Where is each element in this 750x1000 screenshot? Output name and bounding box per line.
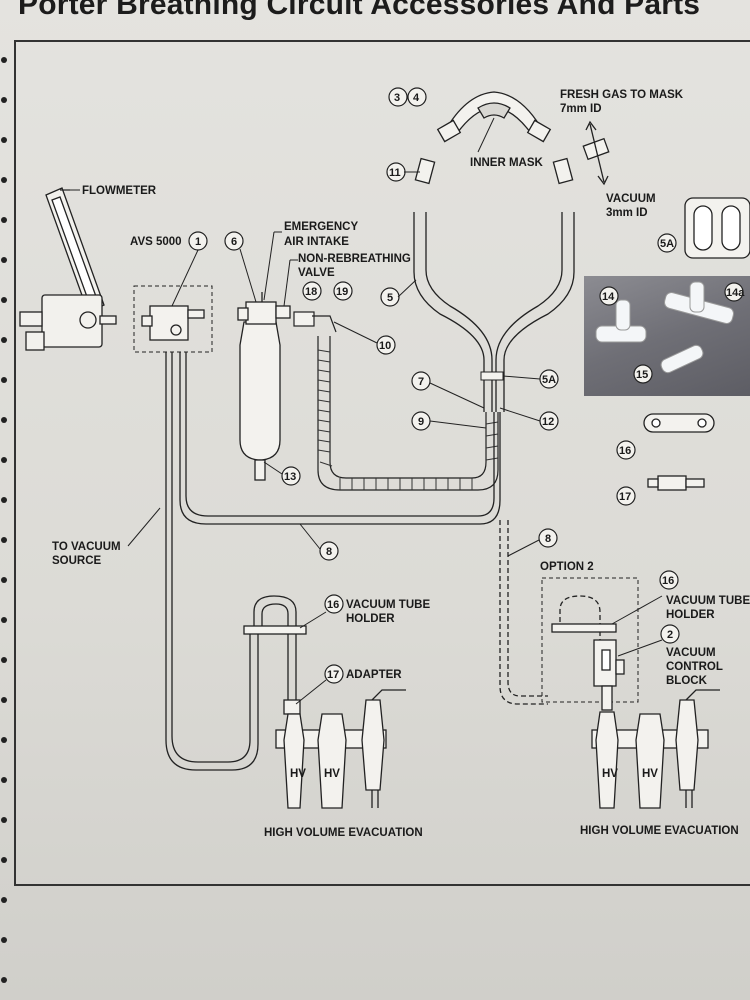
mask-tubing — [413, 212, 575, 412]
corrugated-hose — [293, 311, 499, 491]
page-title: Porter Breathing Circuit Accessories And… — [18, 0, 701, 21]
fresh-gas-label: FRESH GAS TO MASK — [560, 89, 684, 101]
part-17-drawing — [647, 475, 705, 491]
avs-dashed-box — [133, 285, 213, 353]
adapter-label: ADAPTER — [346, 669, 402, 681]
hv-left-1: HV — [290, 768, 306, 780]
callout-leaders — [239, 171, 541, 557]
callout-18: 18 — [305, 286, 317, 298]
hv-right-1: HV — [602, 768, 618, 780]
air-intake-label: AIR INTAKE — [284, 236, 349, 248]
vacuum-control-label: VACUUM — [666, 647, 716, 659]
tube-clip — [480, 371, 504, 381]
callout-9: 9 — [418, 416, 424, 428]
hv-left-2: HV — [324, 768, 340, 780]
emergency-label: EMERGENCY — [284, 221, 358, 233]
vacuum-tubing — [165, 352, 501, 771]
source-label: SOURCE — [52, 555, 102, 567]
part-5a-drawing — [684, 197, 750, 259]
flowmeter-label: FLOWMETER — [82, 185, 157, 197]
to-vacuum-leader — [127, 507, 161, 547]
callout-1: 1 — [195, 236, 201, 248]
callout-16-right: 16 — [662, 575, 674, 587]
callout-10: 10 — [379, 340, 391, 352]
callout-13: 13 — [284, 471, 296, 483]
callout-16-part: 16 — [619, 445, 631, 457]
option2-label: OPTION 2 — [540, 561, 594, 573]
left-hve-assembly — [243, 595, 406, 809]
holder-right-label: HOLDER — [666, 609, 715, 621]
vacuum-tube-right-label: VACUUM TUBE — [666, 595, 750, 607]
callout-5a: 5A — [542, 374, 556, 386]
vacuum-top-label: VACUUM — [606, 193, 656, 205]
control-label: CONTROL — [666, 661, 723, 673]
hose-ribs — [317, 349, 499, 490]
callout-circles — [188, 87, 744, 684]
vacuum-tube-left-label: VACUUM TUBE — [346, 599, 430, 611]
photo-parts — [595, 281, 735, 374]
callout-11: 11 — [389, 167, 401, 179]
flow-arrow — [589, 123, 605, 183]
callout-14a: 14a — [726, 287, 745, 299]
callout-6: 6 — [231, 236, 237, 248]
avs-block — [141, 305, 205, 341]
callout-5: 5 — [387, 292, 393, 304]
reservoir-bag — [237, 292, 291, 481]
holder-left-label: HOLDER — [346, 613, 395, 625]
callout-5a-part: 5A — [660, 238, 674, 250]
callout-17-part: 17 — [619, 491, 631, 503]
hve-left-label: HIGH VOLUME EVACUATION — [264, 827, 423, 839]
nasal-mask — [414, 91, 610, 185]
callout-14: 14 — [602, 291, 615, 303]
callout-8-left: 8 — [326, 546, 332, 558]
diagram-frame — [14, 40, 750, 886]
avs-label: AVS 5000 — [130, 236, 182, 248]
nonrebreathing-label: NON-REBREATHING — [298, 253, 411, 265]
fresh-gas-id-label: 7mm ID — [560, 103, 602, 115]
callout-16-left: 16 — [327, 599, 339, 611]
callout-19: 19 — [336, 286, 348, 298]
hv-right-2: HV — [642, 768, 658, 780]
right-hve-assembly — [551, 595, 720, 809]
callout-15: 15 — [636, 369, 648, 381]
callout-4: 4 — [413, 92, 420, 104]
vacuum-id-label: 3mm ID — [606, 207, 648, 219]
callout-17-left: 17 — [327, 669, 339, 681]
callout-2: 2 — [667, 629, 673, 641]
binder-rings — [1, 57, 7, 983]
option2-dashed-box — [541, 577, 639, 703]
block-label: BLOCK — [666, 675, 708, 687]
hve-right-label: HIGH VOLUME EVACUATION — [580, 825, 739, 837]
callout-8-right: 8 — [545, 533, 551, 545]
part-16-drawing — [643, 413, 715, 433]
inner-mask-label: INNER MASK — [470, 157, 544, 169]
to-vacuum-label: TO VACUUM — [52, 541, 121, 553]
callout-7: 7 — [418, 376, 424, 388]
callout-3: 3 — [394, 92, 400, 104]
flowmeter-drawing — [19, 187, 117, 351]
valve-label: VALVE — [298, 267, 335, 279]
callout-12: 12 — [542, 416, 554, 428]
